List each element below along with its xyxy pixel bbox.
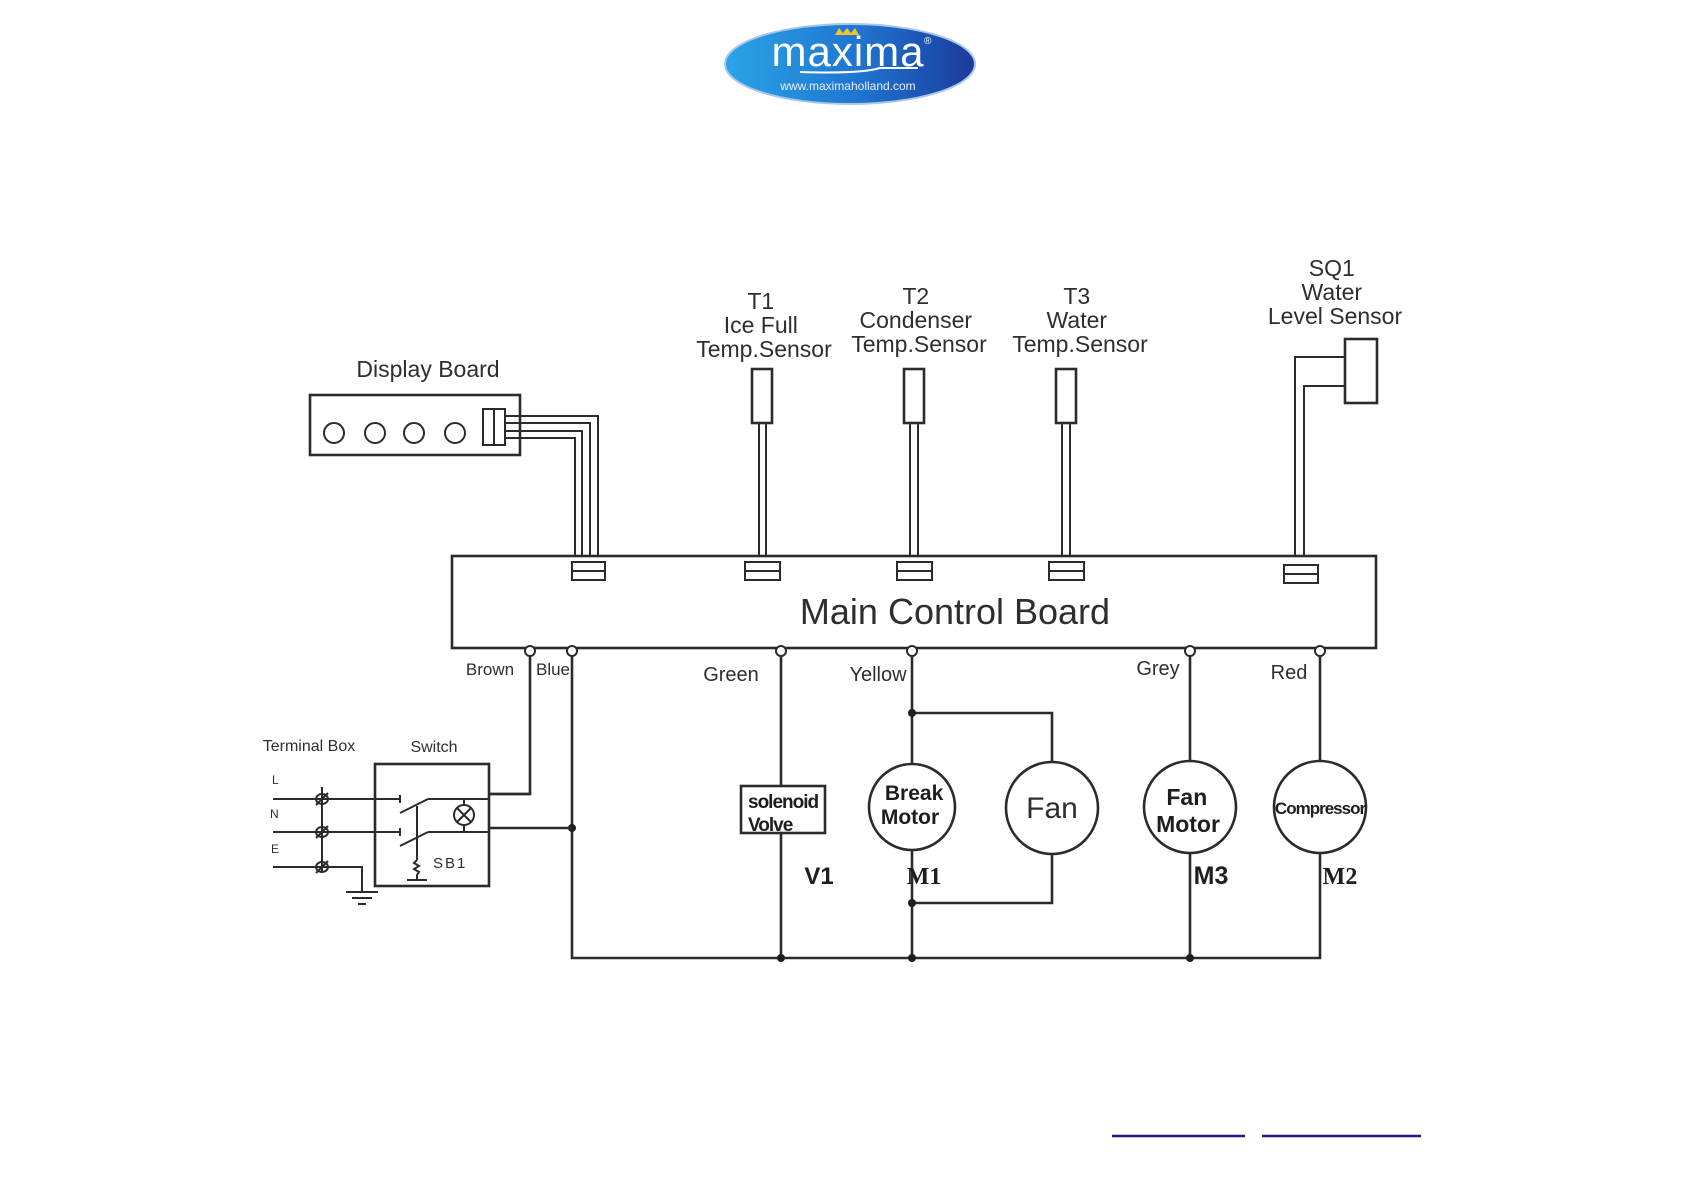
compressor-label: Compressor: [1275, 799, 1367, 818]
wire-label-red: Red: [1271, 662, 1308, 684]
ground-icon: [346, 892, 378, 904]
main-control-board: Main Control Board: [452, 556, 1376, 648]
solenoid-line2: Volve: [748, 815, 793, 836]
wire-label-grey: Grey: [1136, 658, 1179, 680]
svg-text:Fan Motor: Fan Motor: [1156, 784, 1220, 837]
sensor-sq1-line1: SQ1: [1309, 255, 1355, 281]
svg-text:Break Motor: Break Motor: [881, 782, 949, 829]
fan-motor-line2: Motor: [1156, 811, 1220, 837]
display-board-label: Display Board: [356, 356, 499, 382]
svg-text:T3 Water Temp.Sens: T3 Water Temp.Sensor: [1012, 283, 1148, 357]
terminal-n-label: N: [270, 807, 279, 821]
sensor-sq1-line3: Level Sensor: [1268, 303, 1403, 329]
terminal-box-label: Terminal Box: [263, 738, 355, 755]
designator-m2: M2: [1323, 864, 1358, 890]
svg-text:T2 Condenser Temp.: T2 Condenser Temp.Sensor: [851, 283, 987, 357]
svg-text:T1 Ice Full Temp.S: T1 Ice Full Temp.Sensor: [696, 288, 832, 362]
sensor-t3: T3 Water Temp.Sensor: [1012, 283, 1148, 562]
sensor-t2-line3: Temp.Sensor: [851, 331, 987, 357]
fan-label: Fan: [1026, 792, 1078, 825]
display-board: Display Board: [310, 356, 598, 570]
wire-label-blue: Blue: [536, 660, 570, 679]
switch-designator: SB1: [433, 855, 467, 872]
sensor-t1: T1 Ice Full Temp.Sensor: [696, 288, 832, 562]
solenoid-valve: solenoid Volve V1: [741, 786, 834, 890]
logo-registered: ®: [924, 36, 932, 47]
sensor-sq1: SQ1 Water Level Sensor: [1268, 255, 1403, 570]
solenoid-line1: solenoid: [748, 792, 819, 813]
sensor-t3-line3: Temp.Sensor: [1012, 331, 1148, 357]
sensor-t3-line2: Water: [1047, 307, 1108, 333]
logo-url[interactable]: www.maximaholland.com: [779, 79, 915, 93]
wire-label-green: Green: [703, 664, 759, 686]
switch-label: Switch: [410, 739, 457, 756]
designator-m1: M1: [907, 864, 942, 890]
designator-v1: V1: [804, 863, 833, 890]
maxima-logo: maxima ® www.maximaholland.com: [725, 24, 975, 104]
sensor-t1-line1: T1: [747, 288, 774, 314]
break-motor-line1: Break: [885, 782, 944, 805]
sensor-t2-line2: Condenser: [860, 307, 973, 333]
wire-label-yellow: Yellow: [849, 664, 907, 686]
terminal-l-label: L: [272, 773, 279, 787]
break-motor: Break Motor M1: [869, 764, 955, 890]
break-motor-line2: Motor: [881, 806, 939, 829]
main-board-label: Main Control Board: [800, 591, 1110, 632]
sensor-t3-line1: T3: [1063, 283, 1090, 309]
fan-motor-line1: Fan: [1166, 784, 1207, 810]
sensor-t1-line3: Temp.Sensor: [696, 336, 832, 362]
designator-m3: M3: [1194, 862, 1229, 890]
wire-label-brown: Brown: [466, 660, 514, 679]
sensor-sq1-line2: Water: [1302, 279, 1363, 305]
svg-text:SQ1 Water Level Se: SQ1 Water Level Sensor: [1268, 255, 1403, 329]
switch: Switch SB1: [375, 739, 572, 886]
sensor-t2: T2 Condenser Temp.Sensor: [851, 283, 987, 562]
terminal-e-label: E: [271, 842, 279, 856]
fan: Fan: [1006, 762, 1098, 854]
sensor-t1-line2: Ice Full: [724, 312, 798, 338]
sensor-t2-line1: T2: [902, 283, 929, 309]
